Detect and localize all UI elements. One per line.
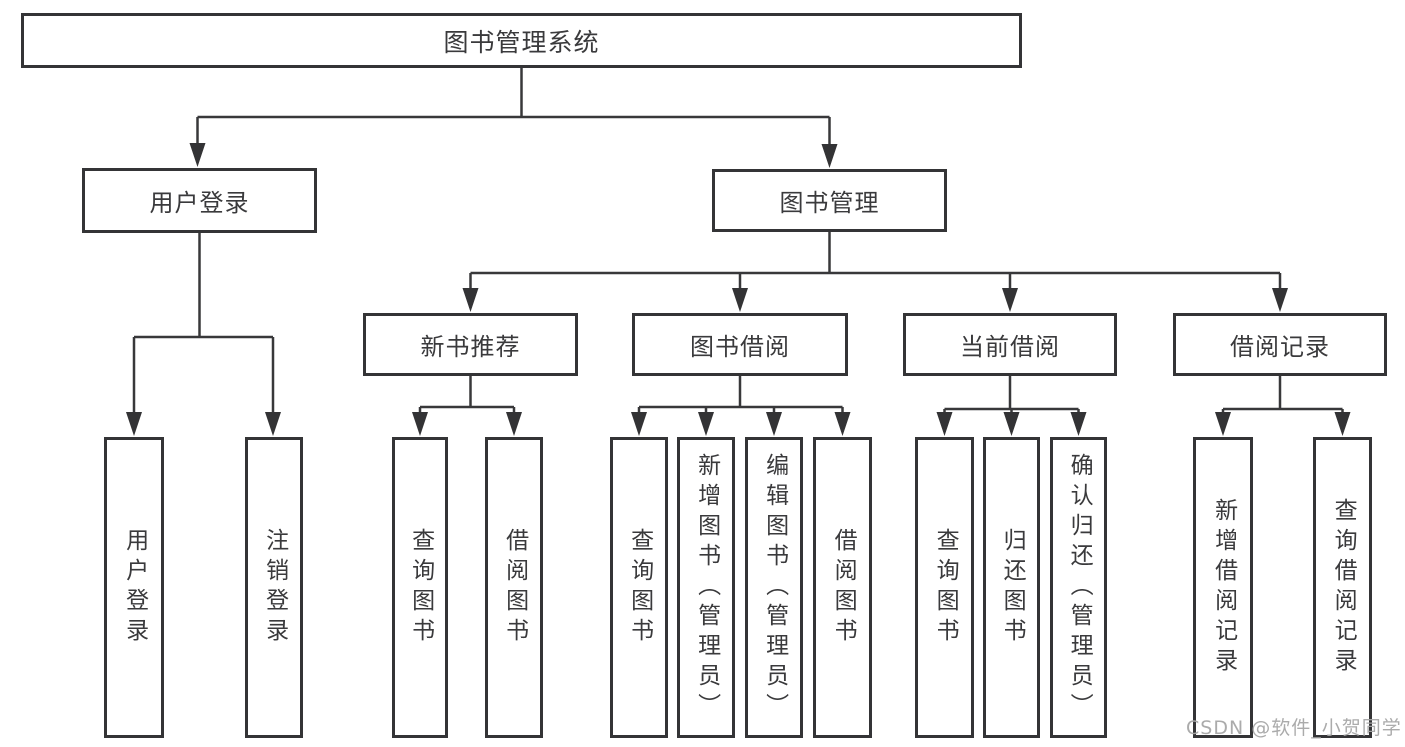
leaf-edit-book-admin: 编辑图书（管理员） [745, 437, 803, 738]
leaf-user-login: 用户登录 [104, 437, 164, 738]
node-book-management: 图书管理 [712, 169, 947, 232]
node-book-borrow: 图书借阅 [632, 313, 848, 376]
leaf-label: 用户登录 [121, 527, 148, 648]
leaf-label: 确认归还（管理员） [1066, 452, 1093, 723]
leaf-add-borrow-record: 新增借阅记录 [1193, 437, 1253, 738]
leaf-return-book: 归还图书 [983, 437, 1040, 738]
node-borrow-records: 借阅记录 [1173, 313, 1387, 376]
leaf-label: 查询图书 [932, 527, 959, 648]
leaf-label: 借阅图书 [830, 527, 857, 648]
leaf-query-books-2: 查询图书 [610, 437, 668, 738]
leaf-label: 查询借阅记录 [1330, 497, 1357, 678]
leaf-label: 注销登录 [261, 527, 288, 648]
leaf-label: 归还图书 [999, 527, 1026, 648]
leaf-logout: 注销登录 [245, 437, 303, 738]
leaf-label: 新增借阅记录 [1210, 497, 1237, 678]
leaf-confirm-return-admin: 确认归还（管理员） [1050, 437, 1107, 738]
node-new-book-recommend: 新书推荐 [363, 313, 578, 376]
watermark: CSDN @软件_小贺同学 [1186, 717, 1402, 739]
leaf-label: 查询图书 [626, 527, 653, 648]
leaf-borrow-books-2: 借阅图书 [813, 437, 872, 738]
leaf-label: 查询图书 [407, 527, 434, 648]
leaf-query-borrow-record: 查询借阅记录 [1313, 437, 1372, 738]
leaf-query-books-3: 查询图书 [915, 437, 974, 738]
leaf-label: 借阅图书 [501, 527, 528, 648]
leaf-query-books-1: 查询图书 [392, 437, 448, 738]
leaf-borrow-books-1: 借阅图书 [485, 437, 543, 738]
leaf-label: 新增图书（管理员） [693, 452, 720, 723]
leaf-add-book-admin: 新增图书（管理员） [677, 437, 735, 738]
node-root: 图书管理系统 [21, 13, 1022, 68]
node-user-login: 用户登录 [82, 168, 317, 233]
leaf-label: 编辑图书（管理员） [761, 452, 788, 723]
arrowhead-icons [126, 143, 1351, 436]
node-current-borrow: 当前借阅 [903, 313, 1117, 376]
